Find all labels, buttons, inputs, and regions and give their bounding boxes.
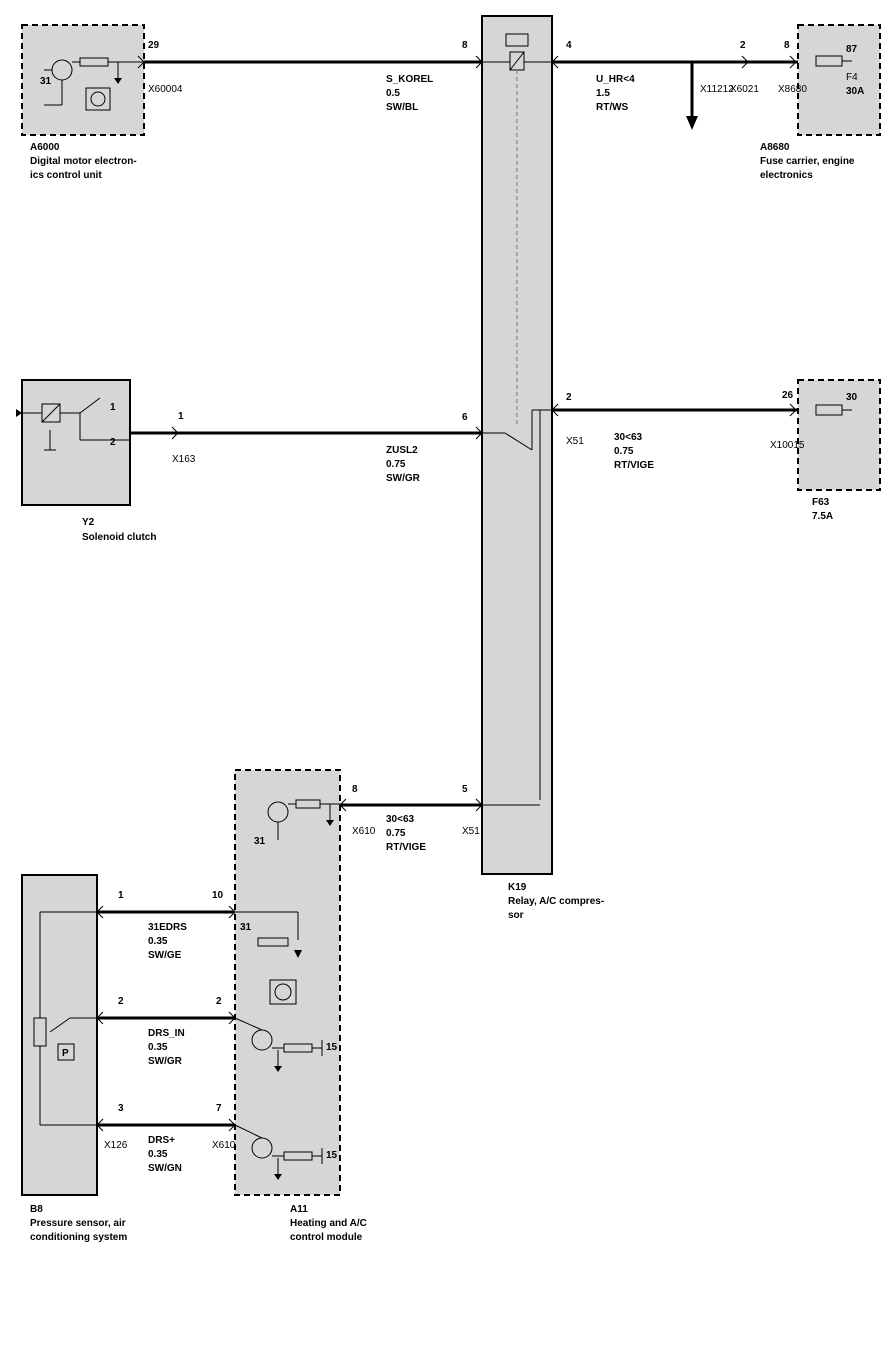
a11-conn1: X610	[352, 826, 376, 837]
w2-conn: X11212	[700, 84, 734, 95]
a11-conn2: X610	[212, 1140, 236, 1151]
a6000-conn: X60004	[148, 84, 183, 95]
k19-desc2: sor	[508, 910, 524, 921]
a11-internals	[234, 799, 340, 1180]
f63-num: 30	[846, 392, 858, 403]
branch-arrow-head	[686, 116, 698, 130]
a11-id: A11	[290, 1204, 308, 1215]
y2-wire-pin: 1	[178, 411, 184, 422]
f4-num: 87	[846, 44, 858, 55]
w6-color: SW/GE	[148, 950, 182, 961]
w7-name: DRS_IN	[148, 1028, 185, 1039]
a6000-pin: 29	[148, 40, 160, 51]
b8-pin3: 3	[118, 1103, 124, 1114]
k19-pin6: 6	[462, 412, 468, 423]
f63-id: F63	[812, 497, 830, 508]
a6000-desc1: Digital motor electron-	[30, 156, 137, 167]
fuse-f4-icon	[815, 55, 852, 67]
a11-pin7: 7	[216, 1103, 222, 1114]
k19-conn2: X51	[462, 826, 480, 837]
a8680-conn: X8680	[778, 84, 807, 95]
a6000-id: A6000	[30, 142, 60, 153]
w2-color: RT/WS	[596, 102, 629, 113]
w1-color: SW/BL	[386, 102, 418, 113]
f63-pin: 26	[782, 390, 794, 401]
a6000-internals	[44, 57, 144, 111]
a11-pin10: 10	[212, 890, 224, 901]
k19-pin4: 4	[566, 40, 572, 51]
y2-id: Y2	[82, 517, 95, 528]
fuse-f63-icon	[815, 404, 852, 416]
a11-desc1: Heating and A/C	[290, 1218, 367, 1229]
b8-pin2: 2	[118, 996, 124, 1007]
w7-size: 0.35	[148, 1042, 168, 1053]
w5-name: 30<63	[386, 814, 415, 825]
w7-color: SW/GR	[148, 1056, 183, 1067]
a11-sym15b: 15	[326, 1150, 338, 1161]
f63-amp: 7.5A	[812, 511, 833, 522]
a11-pin2: 2	[216, 996, 222, 1007]
a8680-desc2: electronics	[760, 170, 813, 181]
b8-id: B8	[30, 1204, 43, 1215]
b8-conn: X126	[104, 1140, 128, 1151]
b8-sym: P	[62, 1048, 69, 1059]
b8-desc1: Pressure sensor, air	[30, 1218, 126, 1229]
a11-desc2: control module	[290, 1232, 363, 1243]
w2-name: U_HR<4	[596, 74, 635, 85]
a8680-id: A8680	[760, 142, 790, 153]
b8-box	[21, 874, 98, 1196]
a8680-desc1: Fuse carrier, engine	[760, 156, 855, 167]
w8-size: 0.35	[148, 1149, 168, 1160]
a6000-box	[21, 24, 145, 136]
b8-internals	[33, 911, 97, 1126]
a11-sym31b: 31	[240, 922, 252, 933]
f4-amp: 30A	[846, 86, 864, 97]
a11-box	[234, 769, 341, 1196]
a8680-box	[797, 24, 881, 136]
f63-box	[797, 379, 881, 491]
w5-size: 0.75	[386, 828, 406, 839]
w2-size: 1.5	[596, 88, 610, 99]
y2-pin2: 2	[110, 437, 116, 448]
a6000-sym: 31	[40, 76, 52, 87]
k19-pin8: 8	[462, 40, 468, 51]
w6-name: 31EDRS	[148, 922, 187, 933]
w3-size: 0.75	[386, 459, 406, 470]
a11-sym15a: 15	[326, 1042, 338, 1053]
y2-desc: Solenoid clutch	[82, 532, 156, 543]
w8-color: SW/GN	[148, 1163, 182, 1174]
f4-id: F4	[846, 72, 858, 83]
a11-sym31a: 31	[254, 836, 266, 847]
w4-name: 30<63	[614, 432, 643, 443]
b8-desc2: conditioning system	[30, 1232, 127, 1243]
k19-box	[481, 15, 553, 875]
a6000-desc2: ics control unit	[30, 170, 102, 181]
a8680-pin: 8	[784, 40, 790, 51]
y2-pin1: 1	[110, 402, 116, 413]
w4-color: RT/VIGE	[614, 460, 654, 471]
w3-color: SW/GR	[386, 473, 421, 484]
w6-size: 0.35	[148, 936, 168, 947]
solenoid-icon	[16, 397, 130, 451]
y2-conn: X163	[172, 454, 196, 465]
a11-pin8: 8	[352, 784, 358, 795]
w3-name: ZUSL2	[386, 445, 418, 456]
w5-color: RT/VIGE	[386, 842, 426, 853]
b8-pin1: 1	[118, 890, 124, 901]
y2-box	[21, 379, 131, 506]
k19-pin2: 2	[566, 392, 572, 403]
w4-size: 0.75	[614, 446, 634, 457]
k19-conn1: X51	[566, 436, 584, 447]
w2-pin: 2	[740, 40, 746, 51]
k19-internals	[482, 33, 552, 806]
w1-name: S_KOREL	[386, 74, 433, 85]
f63-conn: X10015	[770, 440, 805, 451]
k19-id: K19	[508, 882, 527, 893]
w8-name: DRS+	[148, 1135, 175, 1146]
k19-desc1: Relay, A/C compres-	[508, 896, 604, 907]
w1-size: 0.5	[386, 88, 400, 99]
k19-pin5: 5	[462, 784, 468, 795]
w2-conn2: X6021	[730, 84, 759, 95]
